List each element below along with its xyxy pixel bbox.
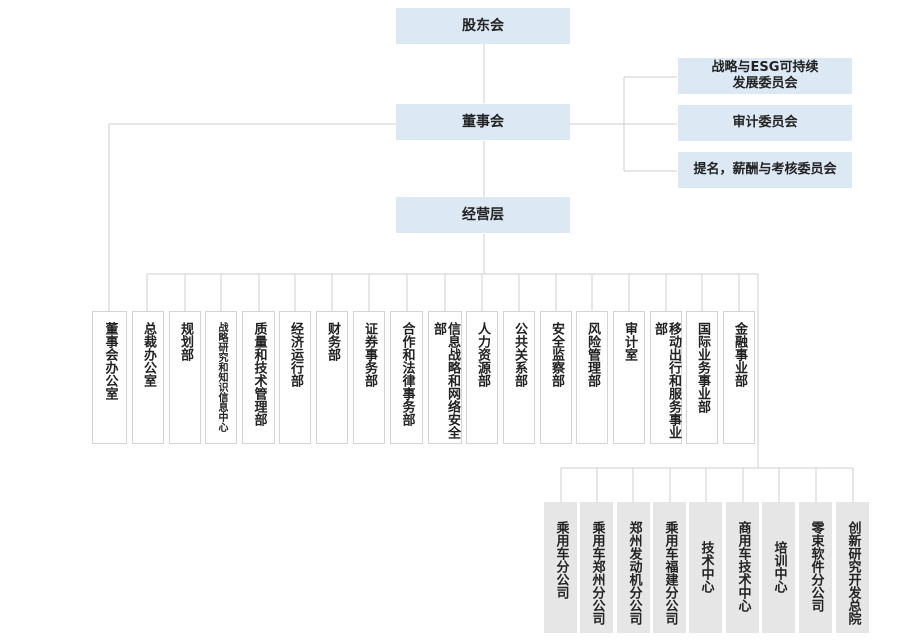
- dept-label: 经济运行部: [288, 322, 303, 387]
- unit-innovation-rd-institute: 创新研究开发总院: [836, 502, 869, 633]
- shareholders-meeting-box: 股东会: [396, 8, 570, 44]
- dept-label: 金融事业部: [732, 322, 747, 387]
- committee-audit-label: 审计委员会: [732, 115, 798, 130]
- dept-finance-business: 金融事业部: [723, 311, 755, 444]
- committee-nomination-remuneration-label: 提名，薪酬与考核委员会: [693, 162, 837, 177]
- unit-label: 零束软件分公司: [808, 521, 824, 612]
- dept-quality-tech-management: 质量和技术管理部: [242, 311, 275, 444]
- unit-label: 乘用车郑州分公司: [589, 521, 605, 625]
- unit-label: 创新研究开发总院: [845, 521, 861, 625]
- dept-label: 证券事务部: [362, 322, 377, 387]
- dept-mobility-services: 移动出行和服务事业部: [650, 311, 682, 444]
- unit-commercial-vehicle-tech-center: 商用车技术中心: [726, 502, 759, 633]
- dept-label: 信息战略和网络安全部: [431, 322, 460, 439]
- dept-public-relations: 公共关系部: [503, 311, 535, 444]
- unit-label: 郑州发动机分公司: [626, 521, 642, 625]
- dept-international-business: 国际业务事业部: [686, 311, 718, 444]
- dept-safety-supervision: 安全监察部: [540, 311, 572, 444]
- dept-securities-affairs: 证券事务部: [353, 311, 385, 444]
- dept-label: 公共关系部: [512, 322, 527, 387]
- unit-zhengzhou-engine: 郑州发动机分公司: [617, 502, 650, 633]
- unit-technical-center: 技术中心: [689, 502, 722, 633]
- dept-label: 风险管理部: [585, 322, 600, 387]
- dept-label: 移动出行和服务事业部: [652, 322, 681, 439]
- dept-board-office: 董事会办公室: [92, 311, 127, 444]
- dept-planning: 规划部: [169, 311, 201, 444]
- dept-label: 国际业务事业部: [695, 322, 710, 413]
- unit-passenger-car: 乘用车分公司: [544, 502, 577, 633]
- unit-label: 技术中心: [698, 541, 714, 593]
- dept-economic-operation: 经济运行部: [279, 311, 311, 444]
- unit-label: 培训中心: [771, 541, 787, 593]
- committee-strategy-esg-line2: 发展委员会: [732, 76, 798, 91]
- dept-label: 审计室: [622, 322, 637, 361]
- unit-passenger-car-fujian: 乘用车福建分公司: [653, 502, 686, 633]
- unit-training-center: 培训中心: [762, 502, 795, 633]
- dept-label: 质量和技术管理部: [251, 322, 267, 426]
- dept-label: 总裁办公室: [141, 322, 156, 387]
- dept-finance: 财务部: [316, 311, 348, 444]
- committee-nomination-remuneration: 提名，薪酬与考核委员会: [678, 152, 852, 188]
- unit-passenger-car-zhengzhou: 乘用车郑州分公司: [580, 502, 613, 633]
- dept-label: 人力资源部: [475, 322, 490, 387]
- board-of-directors-box: 董事会: [396, 104, 570, 140]
- unit-label: 乘用车福建分公司: [662, 521, 678, 625]
- unit-label: 乘用车分公司: [553, 521, 569, 599]
- committee-strategy-esg-line1: 战略与ESG可持续: [711, 60, 819, 75]
- dept-label: 安全监察部: [549, 322, 564, 387]
- committee-strategy-esg: 战略与ESG可持续 发展委员会: [678, 58, 852, 94]
- dept-label: 董事会办公室: [102, 322, 118, 400]
- dept-label: 财务部: [325, 322, 340, 361]
- dept-strategy-research-info-center: 战略研究和知识信息中心: [205, 311, 237, 444]
- dept-info-strategy-cybersecurity: 信息战略和网络安全部: [428, 311, 462, 444]
- unit-label: 商用车技术中心: [735, 521, 751, 612]
- dept-risk-management: 风险管理部: [576, 311, 608, 444]
- dept-human-resources: 人力资源部: [466, 311, 498, 444]
- dept-audit-office: 审计室: [613, 311, 645, 444]
- dept-label: 规划部: [178, 322, 193, 361]
- management-box: 经营层: [396, 197, 570, 233]
- dept-president-office: 总裁办公室: [132, 311, 164, 444]
- dept-cooperation-legal: 合作和法律事务部: [390, 311, 423, 444]
- dept-label: 合作和法律事务部: [399, 322, 415, 426]
- unit-z-one-software: 零束软件分公司: [799, 502, 832, 633]
- committee-audit: 审计委员会: [678, 105, 852, 141]
- dept-label: 战略研究和知识信息中心: [216, 322, 227, 432]
